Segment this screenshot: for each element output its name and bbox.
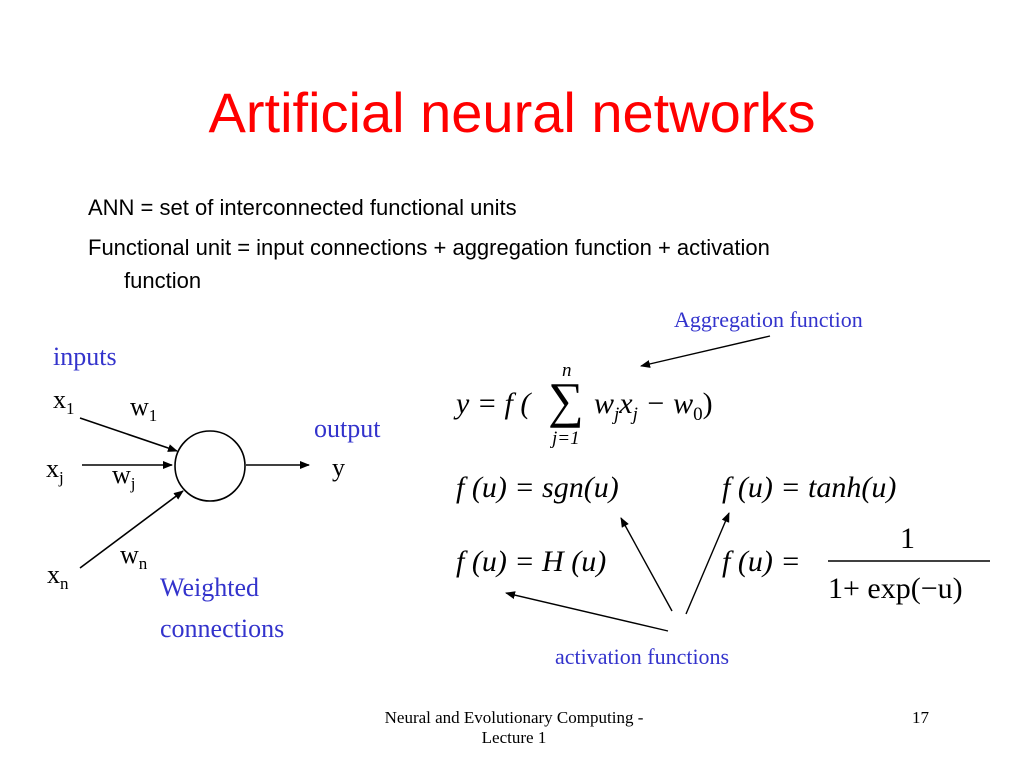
- activation-arrow-sgn: [620, 517, 673, 612]
- output-y: y: [332, 453, 345, 482]
- weighted-label: Weighted: [160, 573, 259, 602]
- bullet-functional-unit-cont: function: [124, 268, 202, 293]
- connection-xn: [79, 490, 184, 569]
- input-x1: x1: [53, 385, 75, 419]
- input-xj: xj: [46, 454, 64, 488]
- formula-logistic-denominator: 1+ exp(−u): [828, 572, 963, 605]
- aggregation-formula-lhs: y = f (: [456, 387, 531, 420]
- sum-upper-limit: n: [562, 360, 572, 381]
- sum-sign: ∑: [548, 372, 584, 428]
- footer-course: Neural and Evolutionary Computing - Lect…: [344, 708, 684, 748]
- output-label: output: [314, 414, 381, 443]
- formula-logistic-lhs: f (u) =: [722, 545, 801, 578]
- inputs-label: inputs: [53, 342, 117, 371]
- connections-label: connections: [160, 614, 285, 643]
- weight-wn: wn: [120, 540, 148, 574]
- connection-x1: [79, 417, 178, 452]
- formula-heaviside: f (u) = H (u): [456, 545, 607, 578]
- bullet-ann-definition: ANN = set of interconnected functional u…: [88, 195, 517, 220]
- bullet-functional-unit: Functional unit = input connections + ag…: [88, 235, 770, 260]
- footer-course-line2: Lecture 1: [481, 728, 547, 747]
- weight-wj: wj: [112, 460, 136, 494]
- footer-course-line1: Neural and Evolutionary Computing -: [384, 708, 644, 727]
- aggregation-arrow: [640, 335, 771, 368]
- neuron-unit: [174, 430, 246, 502]
- activation-functions-label: activation functions: [555, 644, 730, 669]
- slide-title: Artificial neural networks: [208, 81, 816, 144]
- activation-arrow-tanh: [685, 512, 730, 615]
- formula-logistic-numerator: 1: [900, 522, 915, 555]
- sum-lower-limit: j=1: [552, 428, 580, 449]
- activation-arrow-heaviside: [505, 591, 669, 632]
- formula-tanh: f (u) = tanh(u): [722, 471, 897, 504]
- input-xn: xn: [47, 560, 69, 594]
- formula-sgn: f (u) = sgn(u): [456, 471, 619, 504]
- page-number: 17: [912, 708, 929, 727]
- aggregation-formula-body: wjxj − w0): [594, 387, 713, 425]
- aggregation-function-label: Aggregation function: [674, 307, 863, 332]
- weight-w1: w1: [130, 392, 158, 426]
